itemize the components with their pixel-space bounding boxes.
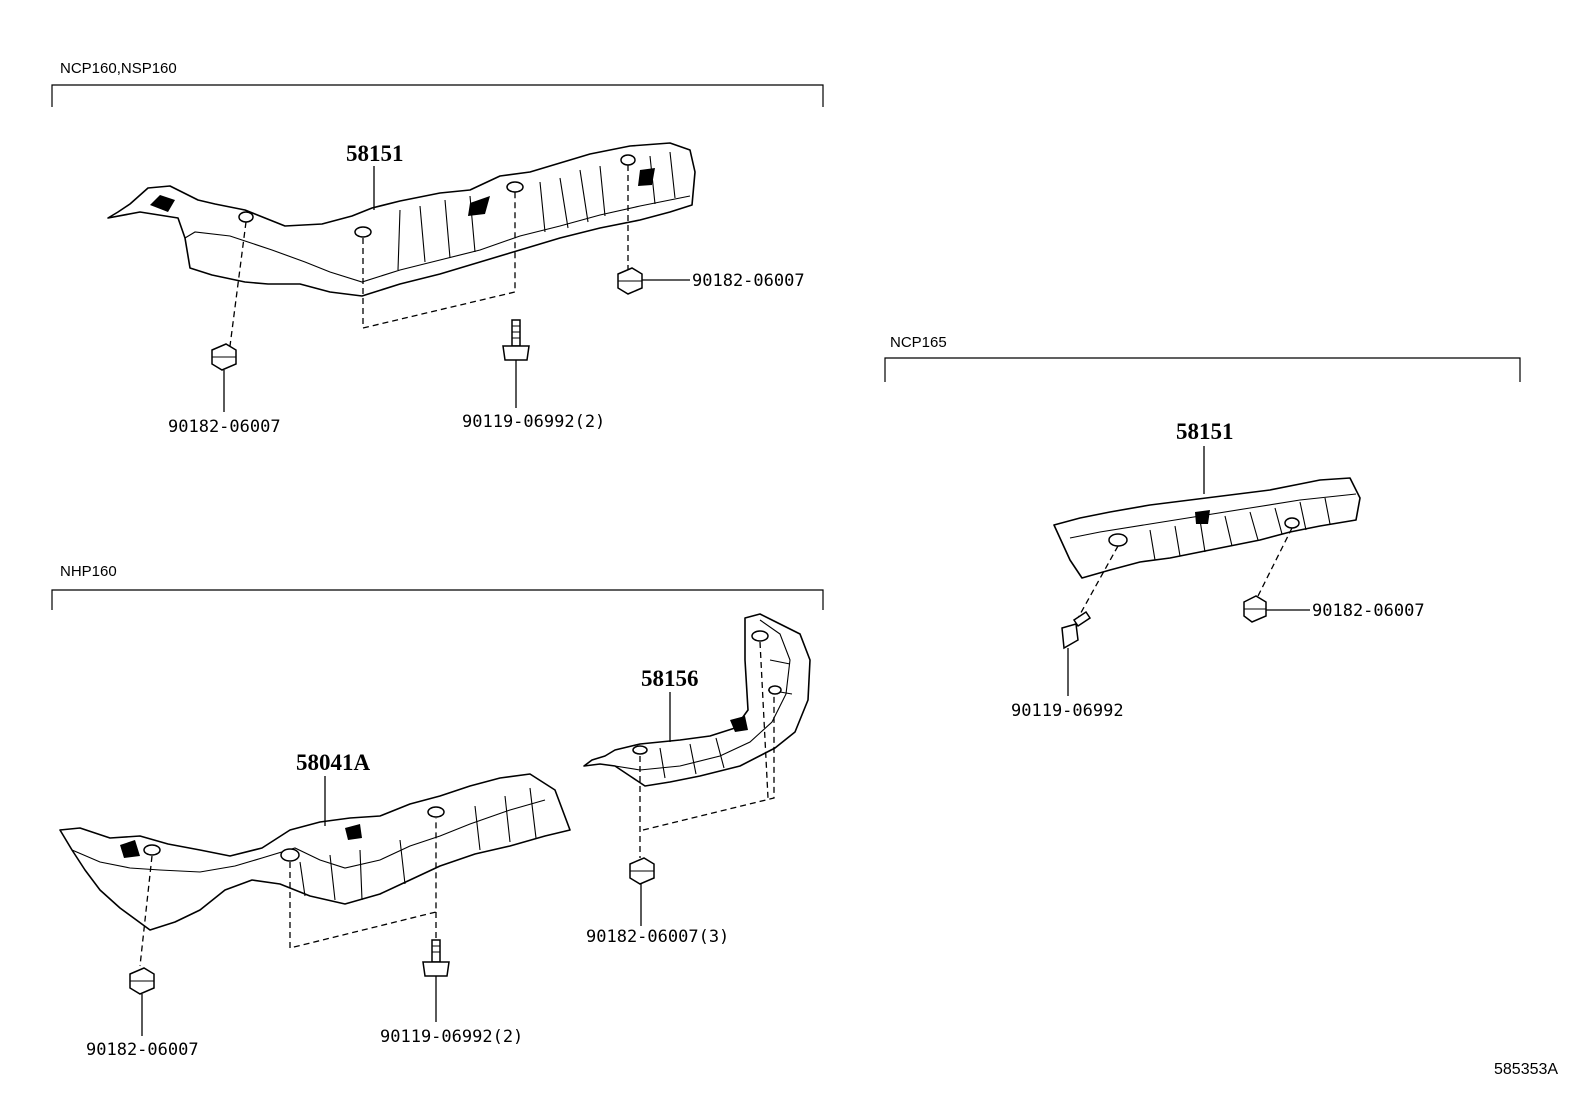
- section-nhp160: NHP160: [51, 563, 824, 1060]
- part-number-90119-06992: 90119-06992: [1011, 701, 1124, 721]
- variant-label-ncp165: NCP165: [890, 334, 947, 351]
- section-ncp160: NCP160,NSP160 90182-06007: [51, 60, 824, 437]
- diagram-reference-number: 585353A: [1494, 1061, 1558, 1078]
- heat-insulator-58156: [583, 613, 811, 787]
- nut-icon: [211, 343, 237, 371]
- nut-icon: [629, 857, 655, 885]
- part-number-90119-06992: 90119-06992(2): [380, 1027, 523, 1047]
- heat-insulator-58041a: [59, 773, 571, 931]
- part-number-58151: 58151: [346, 141, 404, 166]
- part-number-90182-06007: 90182-06007: [1312, 601, 1425, 621]
- section-bracket-ncp165: [884, 357, 1521, 382]
- nut-icon: [617, 267, 643, 295]
- part-number-90182-06007: 90182-06007: [692, 271, 805, 291]
- part-number-90182-06007-3: 90182-06007(3): [586, 927, 729, 947]
- part-number-90182-06007: 90182-06007: [168, 417, 281, 437]
- part-number-58151: 58151: [1176, 419, 1234, 444]
- heat-insulator-58151-a: [107, 142, 696, 297]
- nut-icon: [129, 967, 155, 995]
- section-ncp165: NCP165 90119-06992 90182-06007 58151: [884, 334, 1521, 721]
- heat-insulator-58151-b: [1053, 477, 1361, 579]
- bolt-icon: [1061, 610, 1092, 650]
- part-number-58156: 58156: [641, 666, 699, 691]
- variant-label-nhp160: NHP160: [60, 563, 117, 580]
- section-bracket-nhp160: [51, 589, 824, 610]
- bolt-icon: [502, 319, 530, 361]
- variant-label-ncp160: NCP160,NSP160: [60, 60, 177, 77]
- part-number-58041a: 58041A: [296, 750, 371, 775]
- part-number-90119-06992: 90119-06992(2): [462, 412, 605, 432]
- bolt-icon: [422, 939, 450, 977]
- section-bracket-ncp160: [51, 84, 824, 107]
- part-number-90182-06007: 90182-06007: [86, 1040, 199, 1060]
- nut-icon: [1243, 595, 1267, 623]
